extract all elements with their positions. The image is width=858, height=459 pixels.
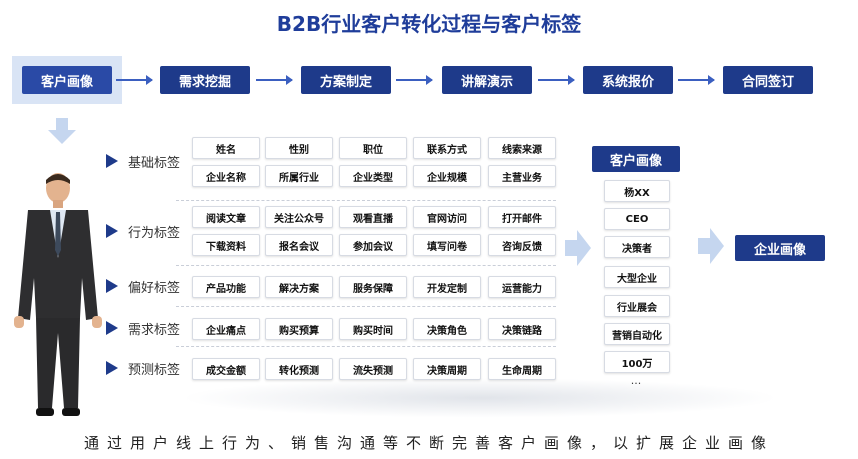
businessman-figure xyxy=(14,173,102,416)
tag[interactable]: 开发定制 xyxy=(413,276,481,298)
tag[interactable]: 企业痛点 xyxy=(192,318,260,340)
tag[interactable]: 解决方案 xyxy=(265,276,333,298)
portrait-item: 100万 xyxy=(604,351,670,373)
floor-shadow xyxy=(180,378,780,418)
tag[interactable]: 联系方式 xyxy=(413,137,481,159)
flow-step-contract[interactable]: 合同签订 xyxy=(723,66,813,94)
flow-arrow-icon xyxy=(538,75,575,85)
tag[interactable]: 企业名称 xyxy=(192,165,260,187)
triangle-marker-icon xyxy=(106,321,118,335)
portrait-header: 客户画像 xyxy=(592,146,680,172)
category-needs: 需求标签 xyxy=(106,318,180,338)
tag[interactable]: 打开邮件 xyxy=(488,206,556,228)
enterprise-portrait-box: 企业画像 xyxy=(735,235,825,261)
tag[interactable]: 流失预测 xyxy=(339,358,407,380)
triangle-marker-icon xyxy=(106,154,118,168)
tag[interactable]: 主营业务 xyxy=(488,165,556,187)
tag[interactable]: 报名会议 xyxy=(265,234,333,256)
tag[interactable]: 咨询反馈 xyxy=(488,234,556,256)
tag[interactable]: 官网访问 xyxy=(413,206,481,228)
category-behavior: 行为标签 xyxy=(106,221,180,241)
tag[interactable]: 成交金额 xyxy=(192,358,260,380)
chevron-right-icon xyxy=(565,230,591,266)
category-basic: 基础标签 xyxy=(106,151,180,171)
tag[interactable]: 观看直播 xyxy=(339,206,407,228)
flow-step-demo[interactable]: 讲解演示 xyxy=(442,66,532,94)
tag[interactable]: 企业规模 xyxy=(413,165,481,187)
flow-arrow-icon xyxy=(116,75,153,85)
portrait-item: 杨XX xyxy=(604,180,670,202)
triangle-marker-icon xyxy=(106,279,118,293)
tag[interactable]: 下载资料 xyxy=(192,234,260,256)
divider xyxy=(176,346,556,347)
tag[interactable]: 转化预测 xyxy=(265,358,333,380)
flow-arrow-icon xyxy=(678,75,715,85)
tag[interactable]: 购买预算 xyxy=(265,318,333,340)
portrait-item: 营销自动化 xyxy=(604,323,670,345)
category-prediction: 预测标签 xyxy=(106,358,180,378)
divider xyxy=(176,265,556,266)
tag[interactable]: 决策角色 xyxy=(413,318,481,340)
tag[interactable]: 决策周期 xyxy=(413,358,481,380)
portrait-item: 决策者 xyxy=(604,236,670,258)
tag[interactable]: 企业类型 xyxy=(339,165,407,187)
tag[interactable]: 购买时间 xyxy=(339,318,407,340)
flow-step-solution[interactable]: 方案制定 xyxy=(301,66,391,94)
tag[interactable]: 生命周期 xyxy=(488,358,556,380)
divider xyxy=(176,306,556,307)
tag[interactable]: 参加会议 xyxy=(339,234,407,256)
tag[interactable]: 运营能力 xyxy=(488,276,556,298)
flow-step-needs-mining[interactable]: 需求挖掘 xyxy=(160,66,250,94)
tag[interactable]: 性别 xyxy=(265,137,333,159)
tag[interactable]: 线索来源 xyxy=(488,137,556,159)
portrait-item: 大型企业 xyxy=(604,266,670,288)
flow-arrow-icon xyxy=(396,75,433,85)
triangle-marker-icon xyxy=(106,224,118,238)
tag[interactable]: 职位 xyxy=(339,137,407,159)
bottom-caption: 通过用户线上行为、销售沟通等不断完善客户画像，以扩展企业画像 xyxy=(83,434,774,452)
tag[interactable]: 产品功能 xyxy=(192,276,260,298)
flow-arrow-icon xyxy=(256,75,293,85)
page-title: B2B行业客户转化过程与客户标签 xyxy=(276,12,582,36)
flow-step-quote[interactable]: 系统报价 xyxy=(583,66,673,94)
triangle-marker-icon xyxy=(106,361,118,375)
divider xyxy=(176,200,556,201)
portrait-item: CEO xyxy=(604,208,670,230)
tag[interactable]: 姓名 xyxy=(192,137,260,159)
tag[interactable]: 所属行业 xyxy=(265,165,333,187)
chevron-right-icon xyxy=(698,228,724,264)
flow-step-customer-portrait[interactable]: 客户画像 xyxy=(22,66,112,94)
tag[interactable]: 填写问卷 xyxy=(413,234,481,256)
tag[interactable]: 关注公众号 xyxy=(265,206,333,228)
tag[interactable]: 服务保障 xyxy=(339,276,407,298)
category-preference: 偏好标签 xyxy=(106,276,180,296)
portrait-item: 行业展会 xyxy=(604,295,670,317)
tag[interactable]: 决策链路 xyxy=(488,318,556,340)
down-arrow-icon xyxy=(48,118,76,144)
tag[interactable]: 阅读文章 xyxy=(192,206,260,228)
